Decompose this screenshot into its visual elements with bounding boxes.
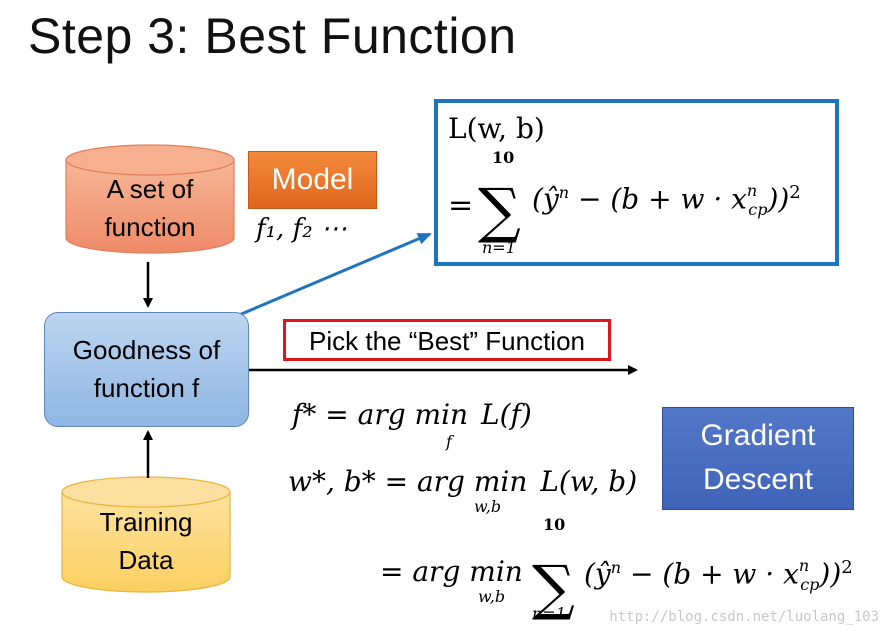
gradient-line1: Gradient (700, 419, 816, 452)
training-line2: Data (118, 545, 174, 575)
eq2-lhs: w*, b* = arg min (288, 465, 528, 498)
pick-best-label: Pick the “Best” Function (283, 319, 611, 361)
page-title: Step 3: Best Function (28, 8, 517, 64)
eq3-sum: ∑ (532, 553, 575, 623)
arrow-to-loss-formula (231, 232, 432, 320)
goodness-box: Goodness of function f (44, 312, 249, 427)
eq1: f* = arg min L(f) (292, 398, 532, 431)
model-set-label: A set of function (66, 170, 234, 246)
watermark: http://blog.csdn.net/luolang_103 (609, 609, 879, 625)
training-line1: Training (99, 507, 193, 537)
eq3-sub: w,b (478, 587, 506, 606)
gradient-descent-box: Gradient Descent (662, 407, 854, 510)
eq1-lhs: f* = arg min (292, 398, 469, 431)
model-cylinder (65, 144, 235, 254)
goodness-line1: Goodness of (72, 335, 221, 365)
eq2-rhs: L(w, b) (540, 465, 638, 498)
eq2: w*, b* = arg min L(w, b) (288, 465, 637, 498)
model-set-line2: function (104, 212, 196, 242)
eq3-sum-upper: 10 (543, 515, 566, 534)
svg-text:∑: ∑ (532, 553, 575, 623)
model-badge: Model (248, 151, 377, 209)
loss-formula-box (434, 99, 839, 266)
svg-text:∑: ∑ (478, 176, 521, 246)
eq3-lhs: = arg min (380, 555, 523, 588)
loss-summand: (ŷn − (b + w · xncp))2 (532, 181, 801, 219)
training-cylinder (61, 476, 231, 593)
goodness-line2: function f (93, 373, 200, 403)
eq2-sub: w,b (474, 497, 502, 516)
loss-sum-lower: n=1 (482, 238, 516, 257)
loss-equals: = (448, 188, 474, 223)
model-set-line1: A set of (106, 174, 194, 204)
eq1-rhs: L(f) (480, 398, 532, 431)
eq1-sub: f (446, 432, 452, 451)
eq3-summand: (ŷn − (b + w · xncp))2 (584, 556, 853, 594)
eq3-sum-lower: n=1 (532, 604, 566, 623)
loss-formula-sum: ∑ (478, 176, 521, 246)
loss-lhs: L(w, b) (448, 112, 545, 145)
loss-sum-upper: 10 (492, 148, 515, 167)
function-list: f₁, f₂ ⋯ (256, 214, 347, 244)
training-label: Training Data (62, 503, 230, 579)
gradient-line2: Descent (702, 463, 814, 496)
